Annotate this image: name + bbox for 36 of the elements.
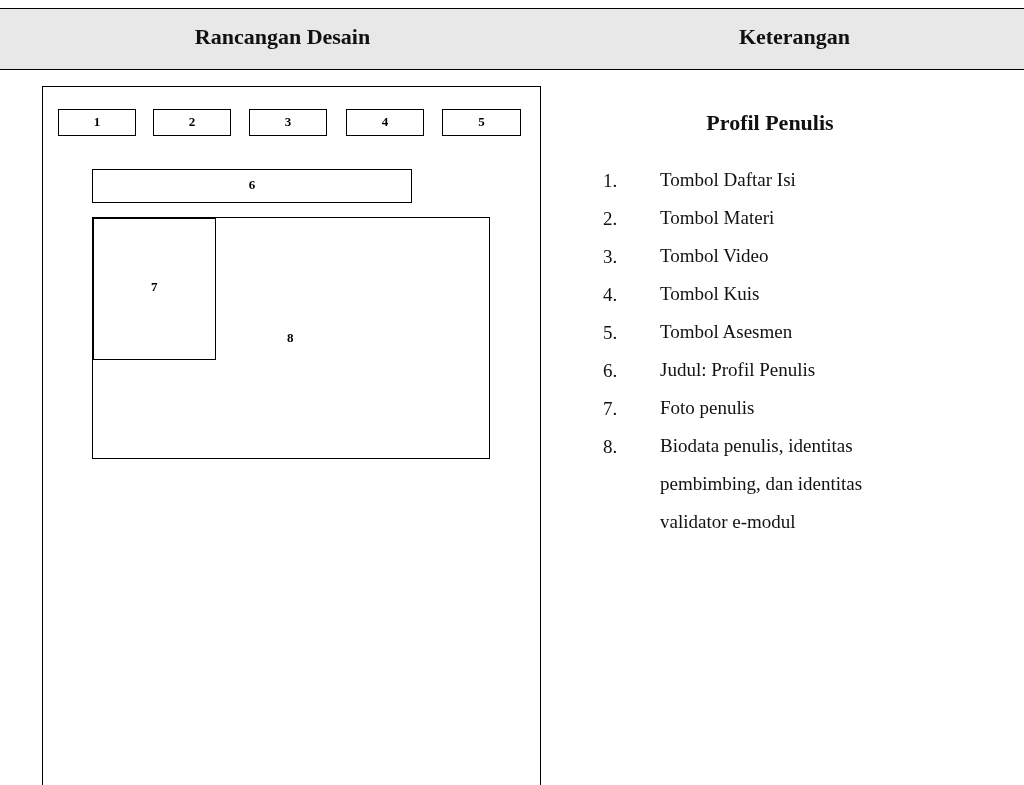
content-panel	[92, 217, 490, 459]
callout-number: 4	[380, 113, 390, 130]
list-item-text: Judul: Profil Penulis	[660, 358, 817, 382]
callout-number: 7	[151, 279, 158, 295]
list-item-text: Tombol Asesmen	[660, 320, 794, 344]
nav-button	[153, 109, 231, 136]
callout-number: 3	[283, 113, 293, 130]
nav-button	[346, 109, 424, 136]
list-number: 8.	[603, 436, 618, 458]
list-number: 2.	[603, 208, 618, 230]
nav-button	[249, 109, 327, 136]
list-number: 3.	[603, 246, 618, 268]
list-item-text: Foto penulis	[660, 396, 756, 420]
nav-button	[442, 109, 521, 136]
list-number: 4.	[603, 284, 618, 306]
list-number: 1.	[603, 170, 618, 192]
column-header: Keterangan	[737, 24, 852, 50]
list-number: 7.	[603, 398, 618, 420]
list-item-text: Tombol Daftar Isi	[660, 168, 797, 192]
callout-number: 2	[187, 113, 197, 130]
column-header: Rancangan Desain	[193, 24, 372, 50]
section-heading: Profil Penulis	[705, 110, 835, 136]
title-bar	[92, 169, 412, 203]
callout-number: 8	[287, 330, 294, 346]
list-item-text: Tombol Materi	[660, 206, 776, 230]
callout-number: 5	[477, 113, 486, 130]
list-number: 6.	[603, 360, 618, 382]
callout-number: 1	[92, 113, 102, 130]
list-number: 5.	[603, 322, 618, 344]
callout-number: 6	[247, 177, 257, 193]
page-frame	[42, 86, 541, 785]
list-item-text: Tombol Video	[660, 244, 770, 268]
list-item-text: Biodata penulis, identitas pembimbing, dan identitas validator e-modul	[660, 434, 864, 534]
nav-button	[58, 109, 136, 136]
photo-frame	[93, 218, 216, 360]
list-item-text: Tombol Kuis	[660, 282, 761, 306]
